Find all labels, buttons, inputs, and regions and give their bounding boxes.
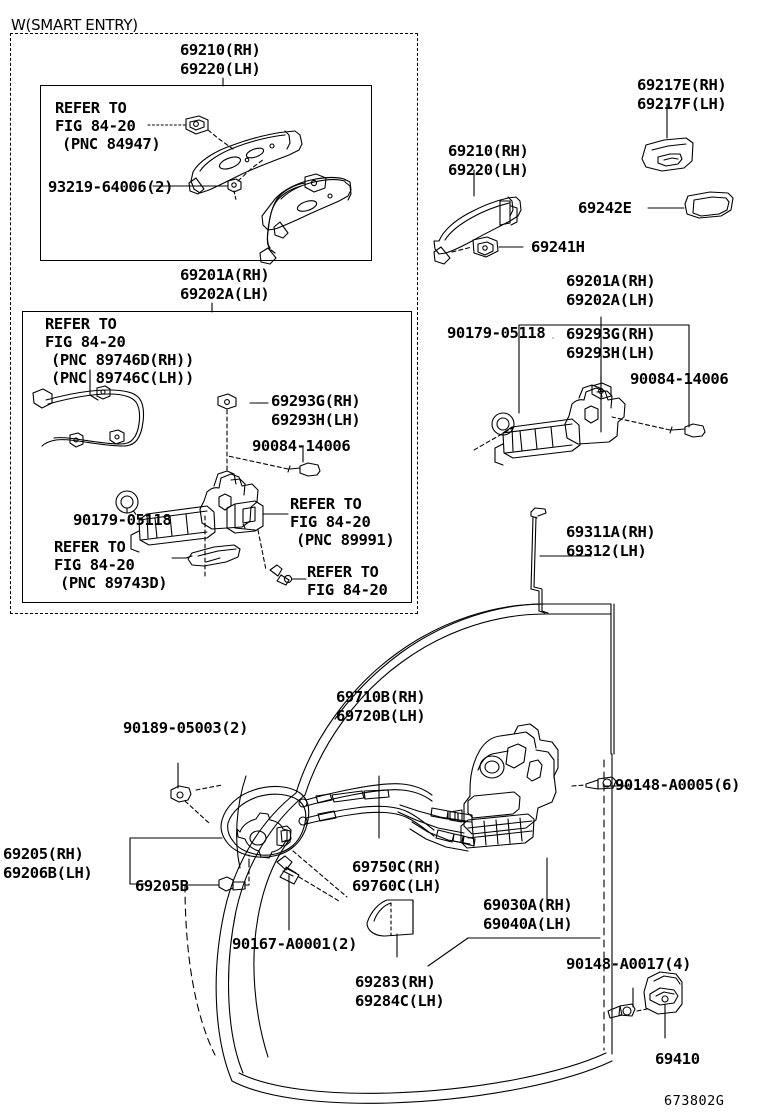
label-69205-rh: 69205(RH) [3,845,84,863]
label-69201a-rh-box: 69201A(RH) [180,266,270,284]
smart-entry-group-box [10,33,418,614]
label-90167-a0001: 90167-A0001(2) [232,935,358,953]
label-93219-64006: 93219-64006(2) [48,178,174,196]
figure-id: 673802G [664,1093,725,1109]
label-69311a-rh: 69311A(RH) [566,523,656,541]
label-fig-84-20-b2: FIG 84-20 [45,333,126,351]
label-69217e-rh: 69217E(RH) [637,76,727,94]
label-fig-84-20-a2: FIG 84-20 [55,117,136,135]
label-69210-rh: 69210(RH) [180,41,261,59]
label-fig-84-20-e2: FIG 84-20 [307,581,388,599]
label-69283-rh: 69283(RH) [355,973,436,991]
label-69241h: 69241H [531,238,585,256]
label-69242e: 69242E [578,199,632,217]
label-90148-a0005: 90148-A0005(6) [615,776,741,794]
label-69720b-lh: 69720B(LH) [336,707,426,725]
label-69410: 69410 [655,1050,700,1068]
label-69202a-lh-box: 69202A(LH) [180,285,270,303]
label-69220-lh-right: 69220(LH) [448,161,529,179]
label-pnc-89991: (PNC 89991) [296,531,395,549]
label-69206b-lh: 69206B(LH) [3,864,93,882]
door-lock-detail-box [22,311,412,603]
label-pnc-89743d: (PNC 89743D) [60,574,168,592]
label-fig-84-20-c2: FIG 84-20 [290,513,371,531]
label-refer-to-e1: REFER TO [307,563,379,581]
label-69293g-rh-box: 69293G(RH) [271,392,361,410]
label-69750c-rh: 69750C(RH) [352,858,442,876]
label-69293h-lh-right: 69293H(LH) [566,344,656,362]
label-69284c-lh: 69284C(LH) [355,992,445,1010]
label-90084-14006-right: 90084-14006 [630,370,729,388]
label-90189-05003: 90189-05003(2) [123,719,249,737]
label-69760c-lh: 69760C(LH) [352,877,442,895]
label-refer-to-c1: REFER TO [290,495,362,513]
label-69210-rh-right: 69210(RH) [448,142,529,160]
label-90148-a0017: 90148-A0017(4) [566,955,692,973]
label-fig-84-20-d2: FIG 84-20 [54,556,135,574]
label-69293h-lh-box: 69293H(LH) [271,411,361,429]
label-90179-05118-box: 90179-05118 [73,511,172,529]
label-69710b-rh: 69710B(RH) [336,688,426,706]
diagram-header-smart-entry: W(SMART ENTRY) [11,16,138,34]
label-refer-to-b1: REFER TO [45,315,117,333]
label-90084-14006-box: 90084-14006 [252,437,351,455]
outside-handle-detail-box [40,85,372,261]
label-pnc-84947: (PNC 84947) [62,135,161,153]
label-refer-to-a1: REFER TO [55,99,127,117]
label-pnc-89746c: (PNC 89746C(LH)) [51,369,194,387]
label-69202a-lh-right: 69202A(LH) [566,291,656,309]
label-69030a-rh: 69030A(RH) [483,896,573,914]
label-69040a-lh: 69040A(LH) [483,915,573,933]
label-69220-lh: 69220(LH) [180,60,261,78]
label-90179-05118-right: 90179-05118 [447,324,546,342]
label-69205b: 69205B [135,877,189,895]
label-69201a-rh-right: 69201A(RH) [566,272,656,290]
label-69293g-rh-right: 69293G(RH) [566,325,656,343]
label-pnc-89746d: (PNC 89746D(RH)) [51,351,194,369]
label-69312-lh: 69312(LH) [566,542,647,560]
label-69217f-lh: 69217F(LH) [637,95,727,113]
label-refer-to-d1: REFER TO [54,538,126,556]
